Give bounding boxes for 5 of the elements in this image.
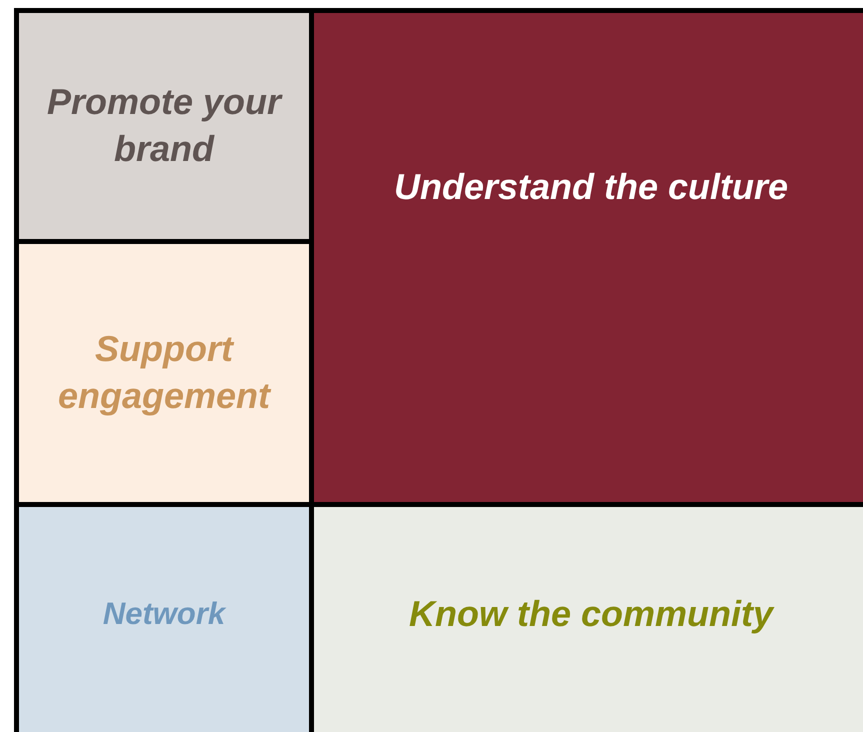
panel-label: Know the community [408, 592, 773, 636]
panel-label: Promote your brand [46, 80, 284, 171]
panel-label: Understand the culture [394, 165, 788, 210]
panel-label: Support engagement [56, 327, 272, 418]
panel-label: Network [102, 594, 226, 633]
